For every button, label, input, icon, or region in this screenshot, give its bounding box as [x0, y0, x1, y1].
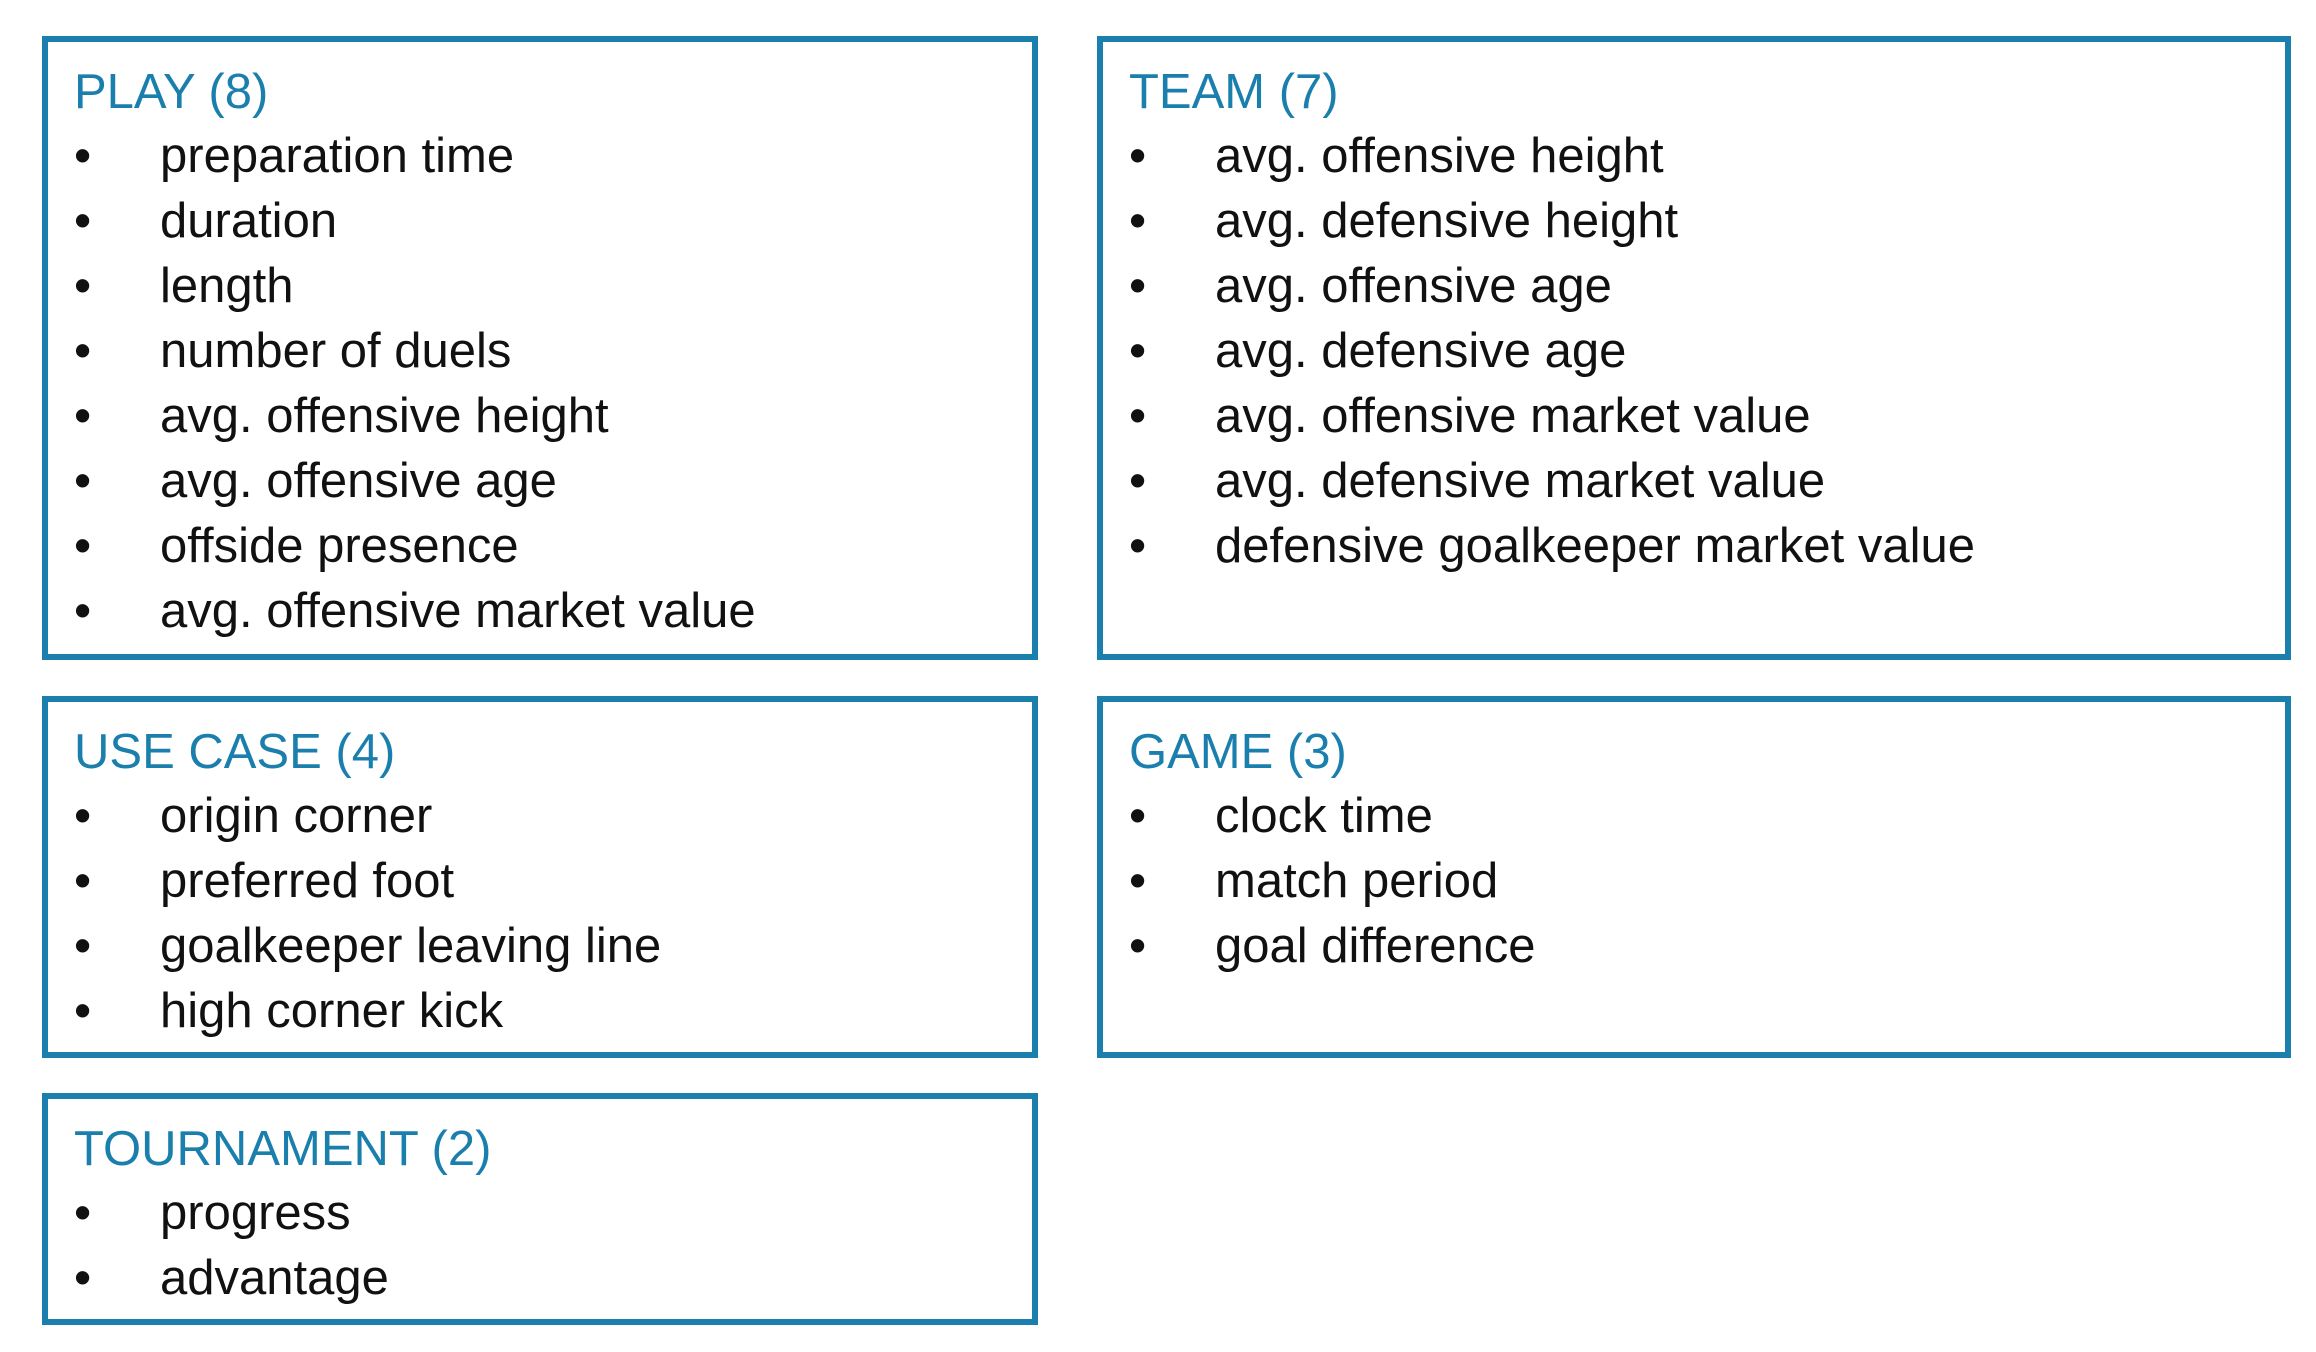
bullet-icon: •: [74, 194, 92, 248]
bullet-icon: •: [1129, 854, 1147, 908]
list-item-label: avg. offensive market value: [160, 584, 756, 638]
tournament-panel-title: TOURNAMENT (2): [74, 1122, 492, 1176]
bullet-icon: •: [1129, 259, 1147, 313]
list-item-label: offside presence: [160, 519, 519, 573]
list-item-label: length: [160, 259, 294, 313]
list-item-label: avg. offensive height: [160, 389, 609, 443]
list-item-label: preferred foot: [160, 854, 455, 908]
bullet-icon: •: [74, 129, 92, 183]
bullet-icon: •: [1129, 194, 1147, 248]
list-item-label: avg. defensive market value: [1215, 454, 1826, 508]
bullet-icon: •: [74, 1186, 92, 1240]
list-item-label: avg. defensive age: [1215, 324, 1627, 378]
list-item-label: high corner kick: [160, 984, 504, 1038]
bullet-icon: •: [1129, 389, 1147, 443]
list-item-label: number of duels: [160, 324, 512, 378]
list-item-label: origin corner: [160, 789, 433, 843]
bullet-icon: •: [1129, 129, 1147, 183]
bullet-icon: •: [74, 259, 92, 313]
bullet-icon: •: [74, 854, 92, 908]
bullet-icon: •: [74, 919, 92, 973]
bullet-icon: •: [1129, 919, 1147, 973]
list-item-label: match period: [1215, 854, 1499, 908]
bullet-icon: •: [74, 984, 92, 1038]
bullet-icon: •: [1129, 519, 1147, 573]
tournament-panel: TOURNAMENT (2) • progress • advantage: [42, 1093, 1038, 1325]
list-item-label: defensive goalkeeper market value: [1215, 519, 1975, 573]
list-item-label: goal difference: [1215, 919, 1536, 973]
use-case-panel-title: USE CASE (4): [74, 725, 396, 779]
list-item-label: avg. defensive height: [1215, 194, 1679, 248]
list-item-label: preparation time: [160, 129, 515, 183]
list-item-label: duration: [160, 194, 338, 248]
bullet-icon: •: [74, 324, 92, 378]
team-panel: TEAM (7) • avg. offensive height • avg. def…: [1097, 36, 2291, 660]
bullet-icon: •: [74, 389, 92, 443]
game-panel-title: GAME (3): [1129, 725, 1347, 779]
bullet-icon: •: [1129, 789, 1147, 843]
list-item-label: advantage: [160, 1251, 389, 1305]
bullet-icon: •: [74, 519, 92, 573]
list-item-label: progress: [160, 1186, 351, 1240]
play-panel-title: PLAY (8): [74, 65, 269, 119]
list-item-label: avg. offensive market value: [1215, 389, 1811, 443]
play-panel: PLAY (8) • preparation time • duration • leng…: [42, 36, 1038, 660]
list-item-label: avg. offensive age: [1215, 259, 1612, 313]
bullet-icon: •: [74, 584, 92, 638]
list-item-label: clock time: [1215, 789, 1433, 843]
bullet-icon: •: [1129, 324, 1147, 378]
bullet-icon: •: [74, 789, 92, 843]
bullet-icon: •: [1129, 454, 1147, 508]
game-panel: GAME (3) • clock time • match period • goal d…: [1097, 696, 2291, 1058]
bullet-icon: •: [74, 1251, 92, 1305]
use-case-panel: USE CASE (4) • origin corner • preferred fo…: [42, 696, 1038, 1058]
bullet-icon: •: [74, 454, 92, 508]
list-item-label: avg. offensive age: [160, 454, 557, 508]
list-item-label: goalkeeper leaving line: [160, 919, 662, 973]
list-item-label: avg. offensive height: [1215, 129, 1664, 183]
team-panel-title: TEAM (7): [1129, 65, 1339, 119]
